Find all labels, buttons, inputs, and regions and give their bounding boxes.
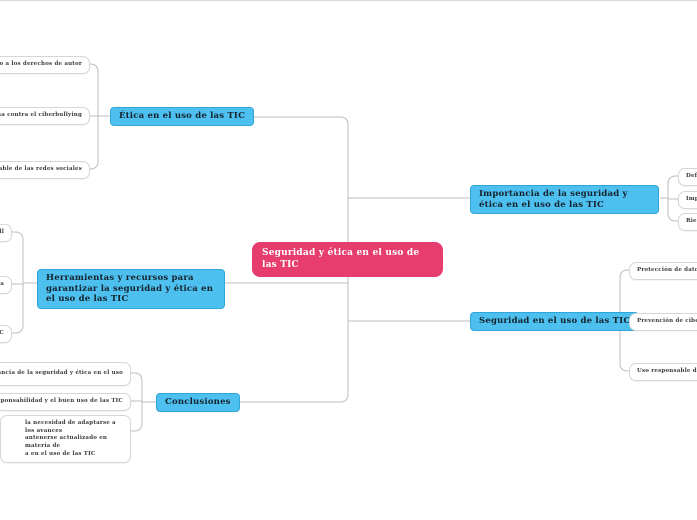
leaf-node-def-fragment[interactable]: Def	[678, 168, 697, 186]
root-node-seguridad-y-etica[interactable]: Seguridad y ética en el uso de las TIC	[252, 242, 443, 278]
branch-node-herramientas[interactable]: Herramientas y recursos para garantizar …	[37, 269, 225, 309]
leaf-node-redes-sociales[interactable]: onsable de las redes sociales	[0, 161, 90, 179]
leaf-node-imp-fragment[interactable]: Imp	[678, 191, 697, 209]
leaf-node-ries-fragment[interactable]: Ries	[678, 213, 697, 231]
leaf-node-etica-fragment[interactable]: tica	[0, 276, 12, 294]
leaf-node-adaptarse-conclusion[interactable]: la necesidad de adaptarse a los avances …	[0, 415, 131, 464]
leaf-node-prevencion-ciberataques[interactable]: Prevención de cibera	[629, 313, 697, 331]
leaf-node-ciberbullying[interactable]: ucha contra el ciberbullying	[0, 107, 90, 125]
branch-node-etica[interactable]: Ética en el uso de las TIC	[110, 107, 255, 126]
leaf-node-uso-responsable[interactable]: Uso responsable de c	[629, 363, 697, 381]
branch-node-conclusiones[interactable]: Conclusiones	[156, 393, 240, 412]
leaf-node-tic-fragment[interactable]: TIC	[0, 325, 12, 343]
branch-node-seguridad[interactable]: Seguridad en el uso de las TIC	[470, 312, 640, 331]
branch-node-importancia[interactable]: Importancia de la seguridad y ética en e…	[470, 185, 659, 215]
leaf-node-firewall-fragment[interactable]: all	[0, 224, 12, 242]
leaf-node-derechos-de-autor[interactable]: peto a los derechos de autor	[0, 56, 90, 74]
top-divider	[0, 0, 697, 1]
leaf-node-responsabilidad-conclusion[interactable]: la responsabilidad y el buen uso de las …	[0, 393, 131, 411]
leaf-node-proteccion-datos[interactable]: Protección de datos p	[629, 262, 697, 280]
leaf-node-importancia-conclusion[interactable]: portancia de la seguridad y ética en el …	[0, 362, 131, 386]
